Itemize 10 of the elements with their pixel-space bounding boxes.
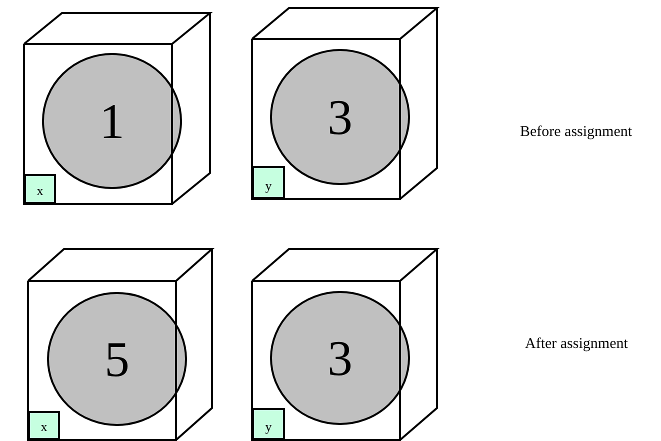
numbered-circle: 1 bbox=[42, 53, 182, 189]
numbered-circle: 5 bbox=[47, 292, 187, 426]
numbered-circle: 3 bbox=[270, 49, 410, 185]
row-caption: After assignment bbox=[525, 336, 628, 353]
variable-tag: y bbox=[252, 166, 285, 199]
variable-tag: x bbox=[24, 174, 56, 204]
row-caption: Before assignment bbox=[520, 124, 632, 141]
variable-tag: y bbox=[252, 408, 285, 440]
variable-tag: x bbox=[28, 411, 60, 440]
numbered-circle: 3 bbox=[270, 291, 410, 425]
